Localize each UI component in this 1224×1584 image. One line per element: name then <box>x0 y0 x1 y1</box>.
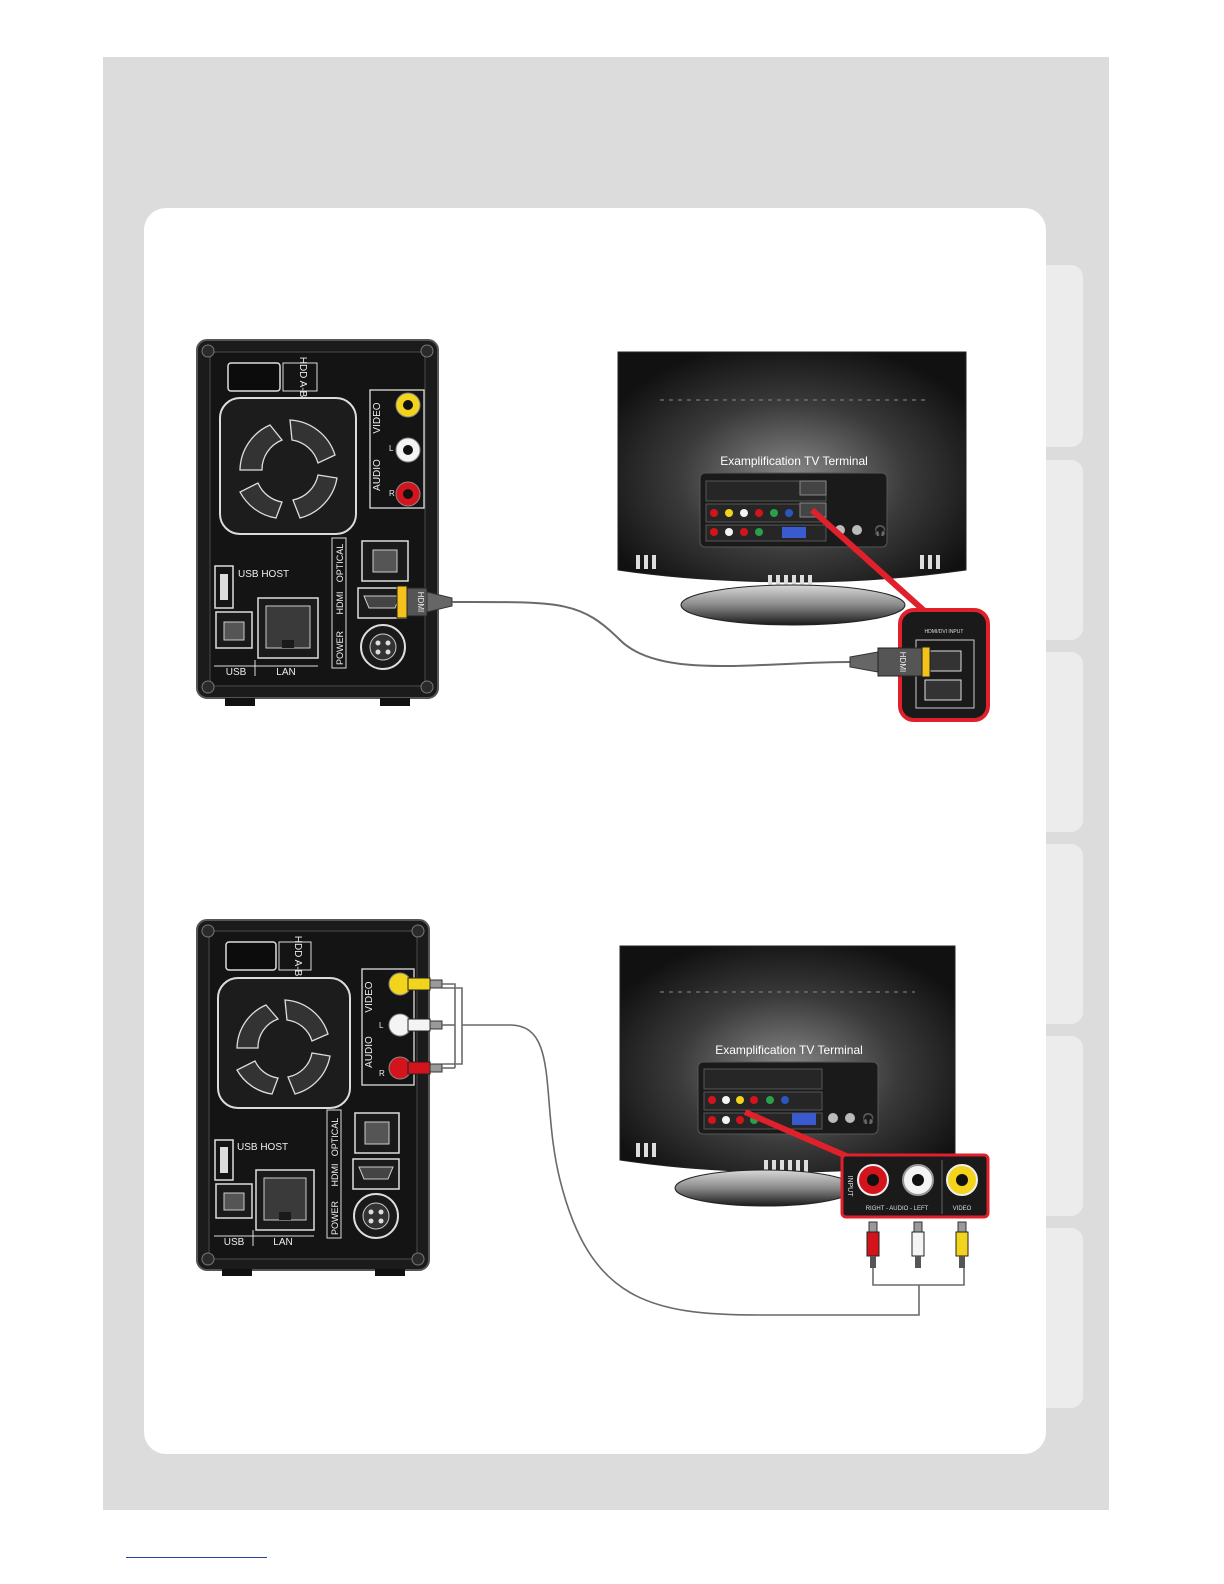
optical-label: OPTICAL <box>335 544 345 583</box>
right-label: R <box>389 489 395 498</box>
optical-port-icon[interactable] <box>362 541 408 581</box>
rca-jack-icon[interactable] <box>396 482 420 506</box>
inset-input-label: INPUT <box>846 1176 853 1198</box>
footer-link-underline <box>126 1557 267 1558</box>
lan-label: LAN <box>276 667 295 678</box>
audio-label: AUDIO <box>372 459 383 491</box>
rca-plug-inset-yellow <box>956 1222 968 1268</box>
inset-hdmi-plug-label: HDMI <box>898 652 907 672</box>
hdmi-plug-label: HDMI <box>416 592 425 612</box>
hdmi-input-inset: HDMI/DVI INPUT HDMI <box>850 610 988 720</box>
tv-terminal-title: Examplification TV Terminal <box>715 1043 863 1057</box>
hdmi-plug-device-end: HDMI <box>397 586 452 618</box>
power-port-icon[interactable] <box>361 625 405 669</box>
fan-icon <box>218 978 350 1108</box>
rca-plug-inset-white <box>912 1222 924 1268</box>
audio-label: AUDIO <box>364 1036 375 1068</box>
diagram-composite: HDD A-B VIDEO AUDIO L R <box>197 920 988 1315</box>
left-label: L <box>389 444 394 453</box>
lan-port-icon[interactable] <box>256 1170 314 1230</box>
right-label: R <box>379 1069 385 1078</box>
device-rear-panel: HDD A-B VIDEO AUDIO L R <box>197 340 452 706</box>
rca-plug-inset-red <box>867 1222 879 1268</box>
inset-audio-label: RIGHT - AUDIO - LEFT <box>866 1206 929 1212</box>
usb-label: USB <box>226 667 247 678</box>
video-label: VIDEO <box>372 402 383 433</box>
tv-terminal-title: Examplification TV Terminal <box>720 454 868 468</box>
rca-plug-audio-left <box>408 1019 442 1031</box>
left-label: L <box>379 1021 384 1030</box>
power-label: POWER <box>335 631 345 666</box>
power-label: POWER <box>330 1201 340 1236</box>
lan-label: LAN <box>273 1237 292 1248</box>
rca-jack-icon[interactable] <box>396 393 420 417</box>
hdd-switch[interactable] <box>228 363 280 391</box>
headphone-icon: 🎧 <box>874 524 886 537</box>
power-port-icon[interactable] <box>354 1194 398 1238</box>
rca-input-inset: INPUT RIGHT - AUDIO - LEFT VIDEO <box>842 1155 988 1268</box>
tv-rear: Examplification TV Terminal 🎧 <box>618 352 966 625</box>
optical-port-icon[interactable] <box>355 1113 399 1153</box>
optical-label: OPTICAL <box>330 1118 340 1157</box>
inset-title: HDMI/DVI INPUT <box>925 629 964 635</box>
usb-b-port-icon[interactable] <box>216 612 252 648</box>
hdmi-label: HDMI <box>330 1164 340 1187</box>
hdmi-port-icon <box>925 680 961 700</box>
usb-host-label: USB HOST <box>237 1142 288 1153</box>
usb-b-port-icon[interactable] <box>216 1184 252 1218</box>
hdd-label: HDD A-B <box>297 357 308 398</box>
video-label: VIDEO <box>364 981 375 1012</box>
hdmi-label: HDMI <box>335 592 345 615</box>
usb-label: USB <box>224 1237 245 1248</box>
hdmi-port-icon[interactable] <box>353 1159 399 1189</box>
inset-video-label: VIDEO <box>953 1206 972 1212</box>
headphone-icon: 🎧 <box>862 1112 874 1125</box>
device-rear-panel: HDD A-B VIDEO AUDIO L R <box>197 920 442 1276</box>
hdd-label: HDD A-B <box>292 936 303 977</box>
rca-plug-video <box>408 978 442 990</box>
diagram-hdmi: HDD A-B VIDEO AUDIO L R <box>197 340 988 720</box>
hdd-switch[interactable] <box>226 942 276 970</box>
rca-jack-icon <box>947 1165 977 1195</box>
fan-icon <box>220 398 356 534</box>
rca-jack-icon[interactable] <box>396 438 420 462</box>
usb-host-label: USB HOST <box>238 569 289 580</box>
lan-port-icon[interactable] <box>258 598 318 658</box>
rca-plug-audio-right <box>408 1062 442 1074</box>
rca-jack-icon <box>858 1165 888 1195</box>
hdmi-port-icon <box>800 481 826 495</box>
rca-jack-icon <box>903 1165 933 1195</box>
